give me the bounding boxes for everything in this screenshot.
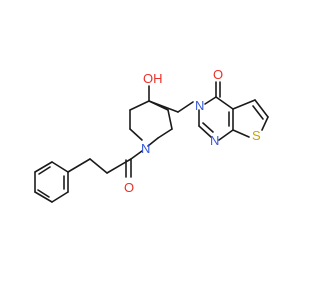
thiophene-ring xyxy=(232,99,269,138)
phenyl-ring xyxy=(34,161,69,203)
pyrimidinone-n3-label: N xyxy=(195,98,204,113)
pyrimidinone-ring xyxy=(198,81,234,141)
molecule-canvas: OH O N N N S O xyxy=(34,67,269,203)
thiophene-s-label: S xyxy=(252,128,261,143)
amide-oxygen-label: O xyxy=(124,180,134,195)
molecule-structure: OH O N N N S O xyxy=(34,67,269,203)
hydroxyl-label: OH xyxy=(143,71,163,86)
ketone-oxygen-label: O xyxy=(213,67,223,82)
piperidine-n-label: N xyxy=(141,141,150,156)
propanoyl-chain xyxy=(67,150,143,178)
pyrimidine-n1-label: N xyxy=(210,133,219,148)
methylene-linker xyxy=(148,100,194,113)
